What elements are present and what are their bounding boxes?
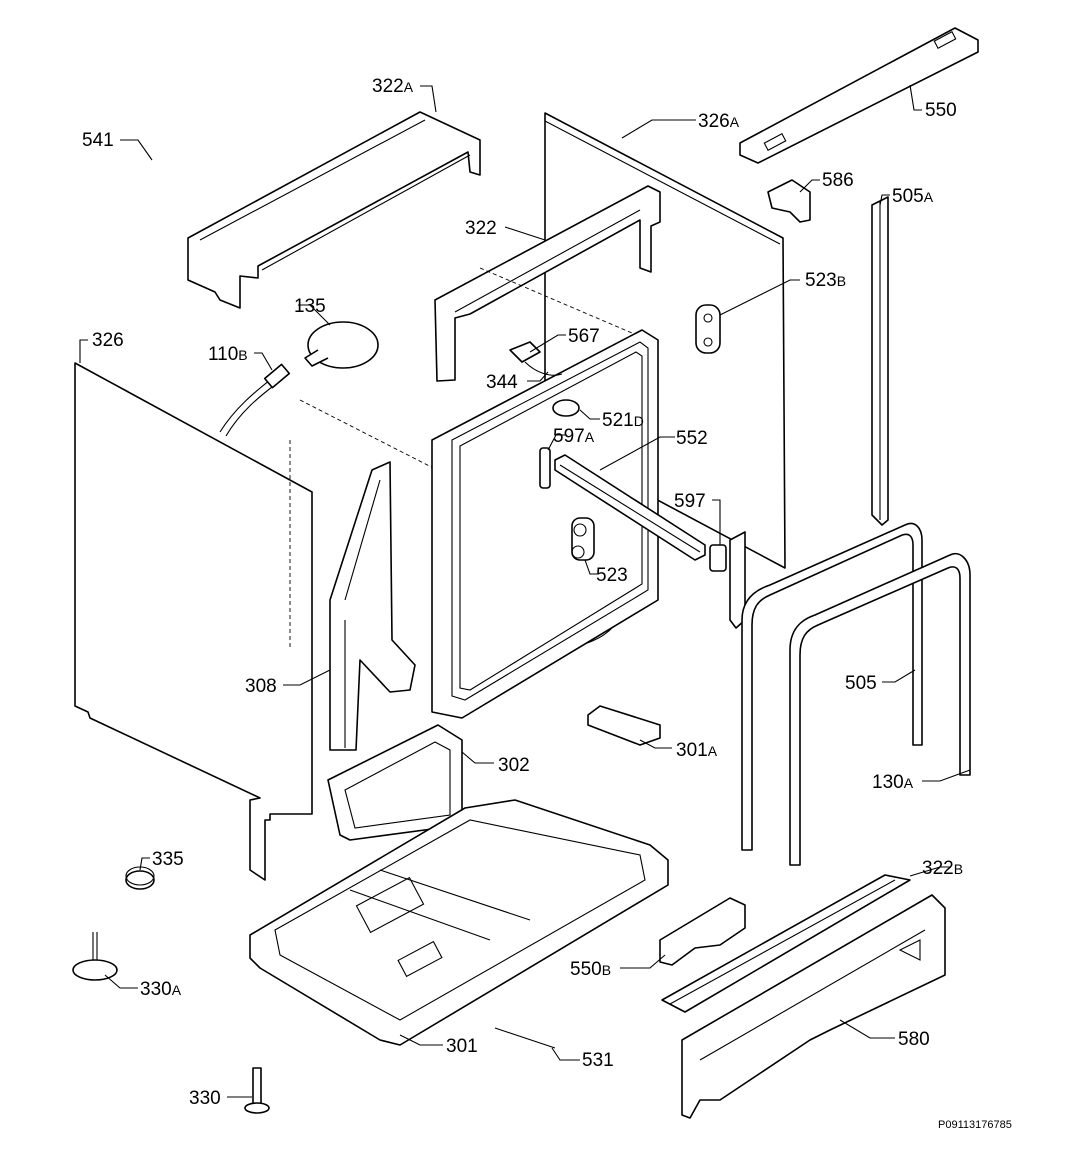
label-330a: 330A [140,979,182,1000]
part-580-kickplate [681,894,946,1119]
part-135-salt-container [304,321,379,369]
part-130a-door-seal [789,553,971,866]
leader-lines [79,84,971,1098]
part-110b-hose [219,363,291,437]
part-301a-bracket [587,705,661,746]
part-322a-top-cover [187,111,481,309]
label-130a: 130A [872,772,914,793]
label-567: 567 [568,326,600,347]
label-308: 308 [245,676,277,697]
label-322a: 322A [372,76,414,97]
label-322b: 322B [922,858,963,879]
label-580: 580 [898,1029,930,1050]
label-523b: 523B [805,270,846,291]
label-505: 505 [845,673,877,694]
label-322: 322 [465,218,497,239]
part-597a-latch [539,447,551,489]
part-521d-plug [552,399,580,417]
label-541: 541 [82,130,114,151]
label-597: 597 [674,491,706,512]
part-531-pin [494,1027,556,1049]
part-567-clip [509,341,541,363]
label-505a: 505A [892,186,934,207]
label-521d: 521D [602,410,644,431]
label-330: 330 [189,1088,221,1109]
part-308-door-hinge [329,461,416,751]
part-344-wire [524,361,563,376]
label-335: 335 [152,849,184,870]
label-110b: 110B [208,344,248,365]
part-322b-strip [661,874,911,1013]
part-301-base-frame [249,799,669,1046]
label-302: 302 [498,755,530,776]
part-335-adjuster [125,866,155,890]
label-552: 552 [676,428,708,449]
label-301a: 301A [676,740,718,761]
part-330-screw [244,1067,270,1114]
label-523: 523 [596,565,628,586]
part-523b-hinge-plate [695,304,721,354]
label-344: 344 [486,372,518,393]
tub-side-strip [729,531,746,629]
part-550-top-rail [739,27,979,164]
label-301: 301 [446,1036,478,1057]
part-330a-foot [72,932,118,981]
part-505a-seal-strip [871,196,889,526]
part-505-door-seal [741,522,923,851]
label-597a: 597A [553,426,595,447]
part-597-latch [709,544,727,572]
document-code: P09113176785 [938,1119,1012,1131]
part-552-rail [554,454,706,561]
door-frame [431,329,659,719]
label-326: 326 [92,330,124,351]
label-135: 135 [294,296,326,317]
part-523-plugs [571,517,595,561]
label-550: 550 [925,100,957,121]
label-550b: 550B [570,959,611,980]
label-586: 586 [822,170,854,191]
label-531: 531 [582,1050,614,1071]
part-586-bracket [767,179,811,223]
label-326a: 326A [698,111,740,132]
part-labels: 541 322A 326A 550 586 505A 322 523B 135 … [82,76,963,1109]
part-322-top-frame [434,185,661,382]
part-326-side-panel [74,362,313,881]
part-550b-bracket [659,897,746,966]
